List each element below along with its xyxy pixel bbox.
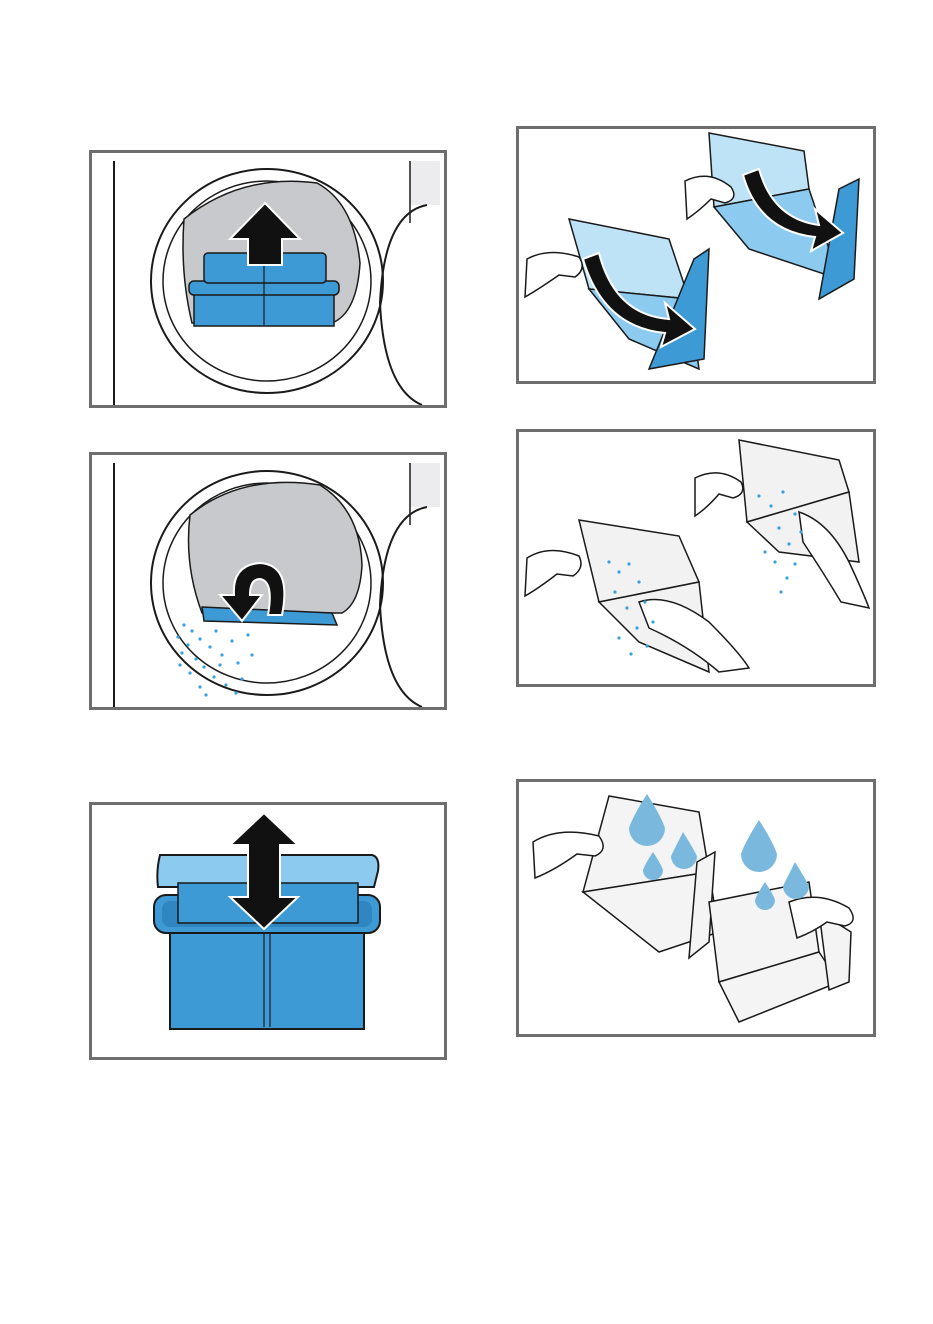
lint-particles-icon: [176, 623, 253, 696]
step-1-remove-filter-panel: [89, 150, 447, 408]
step-3-illustration: [92, 805, 444, 1057]
step-2-empty-slot-panel: [89, 452, 447, 710]
step-2-illustration: [92, 455, 444, 707]
step-6-rinse-filter-panel: [516, 779, 876, 1037]
step-5-clean-filter-panel: [516, 429, 876, 687]
step-1-illustration: [92, 153, 444, 405]
step-4-unfold-filter-panel: [516, 126, 876, 384]
step-6-illustration: [519, 782, 873, 1034]
filter-open-icon: [569, 133, 859, 369]
step-5-illustration: [519, 432, 873, 684]
step-4-illustration: [519, 129, 873, 381]
step-3-open-filter-panel: [89, 802, 447, 1060]
